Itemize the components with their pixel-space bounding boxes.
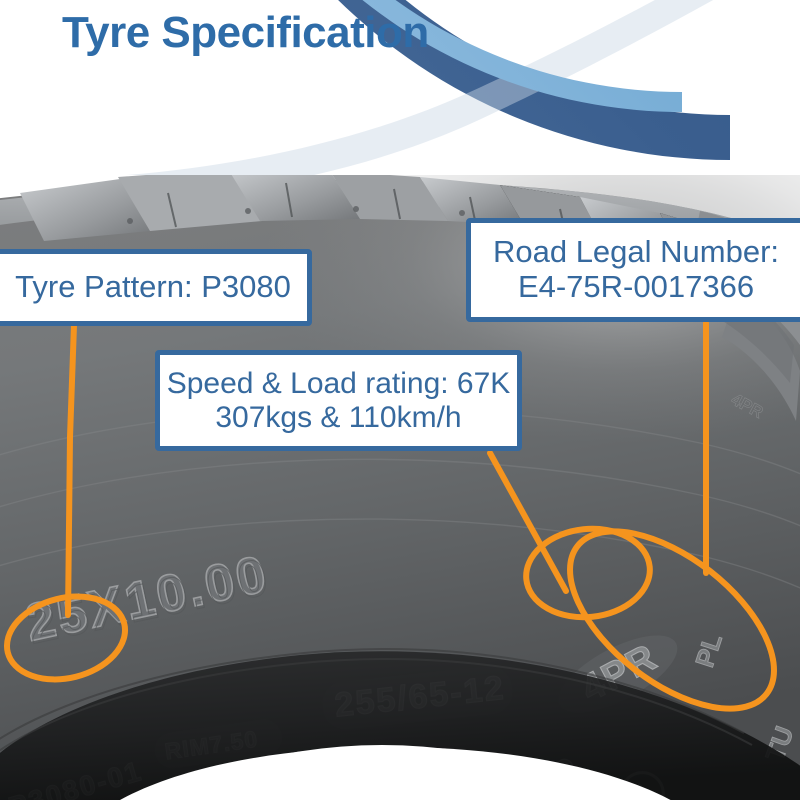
tyre-inner-bead xyxy=(0,651,800,800)
highlight-ellipse-speed-load xyxy=(523,525,653,621)
callout-tyre-pattern[interactable]: Tyre Pattern: P3080 xyxy=(0,249,312,326)
tyre-photograph: 25X10.00 25X10.00 RIM7.50 255/65-12 xyxy=(0,175,800,800)
header-banner: Tyre Specification xyxy=(0,0,800,175)
highlight-ellipse-road-legal xyxy=(567,528,777,712)
callout-road-legal-line-2: E4-75R-0017366 xyxy=(517,269,755,304)
callout-speed-load-line-1: Speed & Load rating: 67K xyxy=(166,366,511,400)
annotation-leaders xyxy=(65,320,709,618)
page-title: Tyre Specification xyxy=(62,8,429,57)
leader-line-pattern xyxy=(65,322,77,618)
header-arc-graphic xyxy=(126,0,730,175)
callout-speed-load-line-2: 307kgs & 110km/h xyxy=(215,400,462,434)
highlight-ellipse-pattern xyxy=(3,593,129,683)
callout-road-legal-line-1: Road Legal Number: xyxy=(492,234,780,270)
annotation-ellipses xyxy=(3,525,777,712)
leader-line-speed xyxy=(487,450,569,594)
callout-road-legal-number[interactable]: Road Legal Number: E4-75R-0017366 xyxy=(466,218,800,322)
callout-tyre-pattern-line-1: Tyre Pattern: P3080 xyxy=(15,269,291,305)
callout-speed-load-rating[interactable]: Speed & Load rating: 67K 307kgs & 110km/… xyxy=(155,350,522,451)
